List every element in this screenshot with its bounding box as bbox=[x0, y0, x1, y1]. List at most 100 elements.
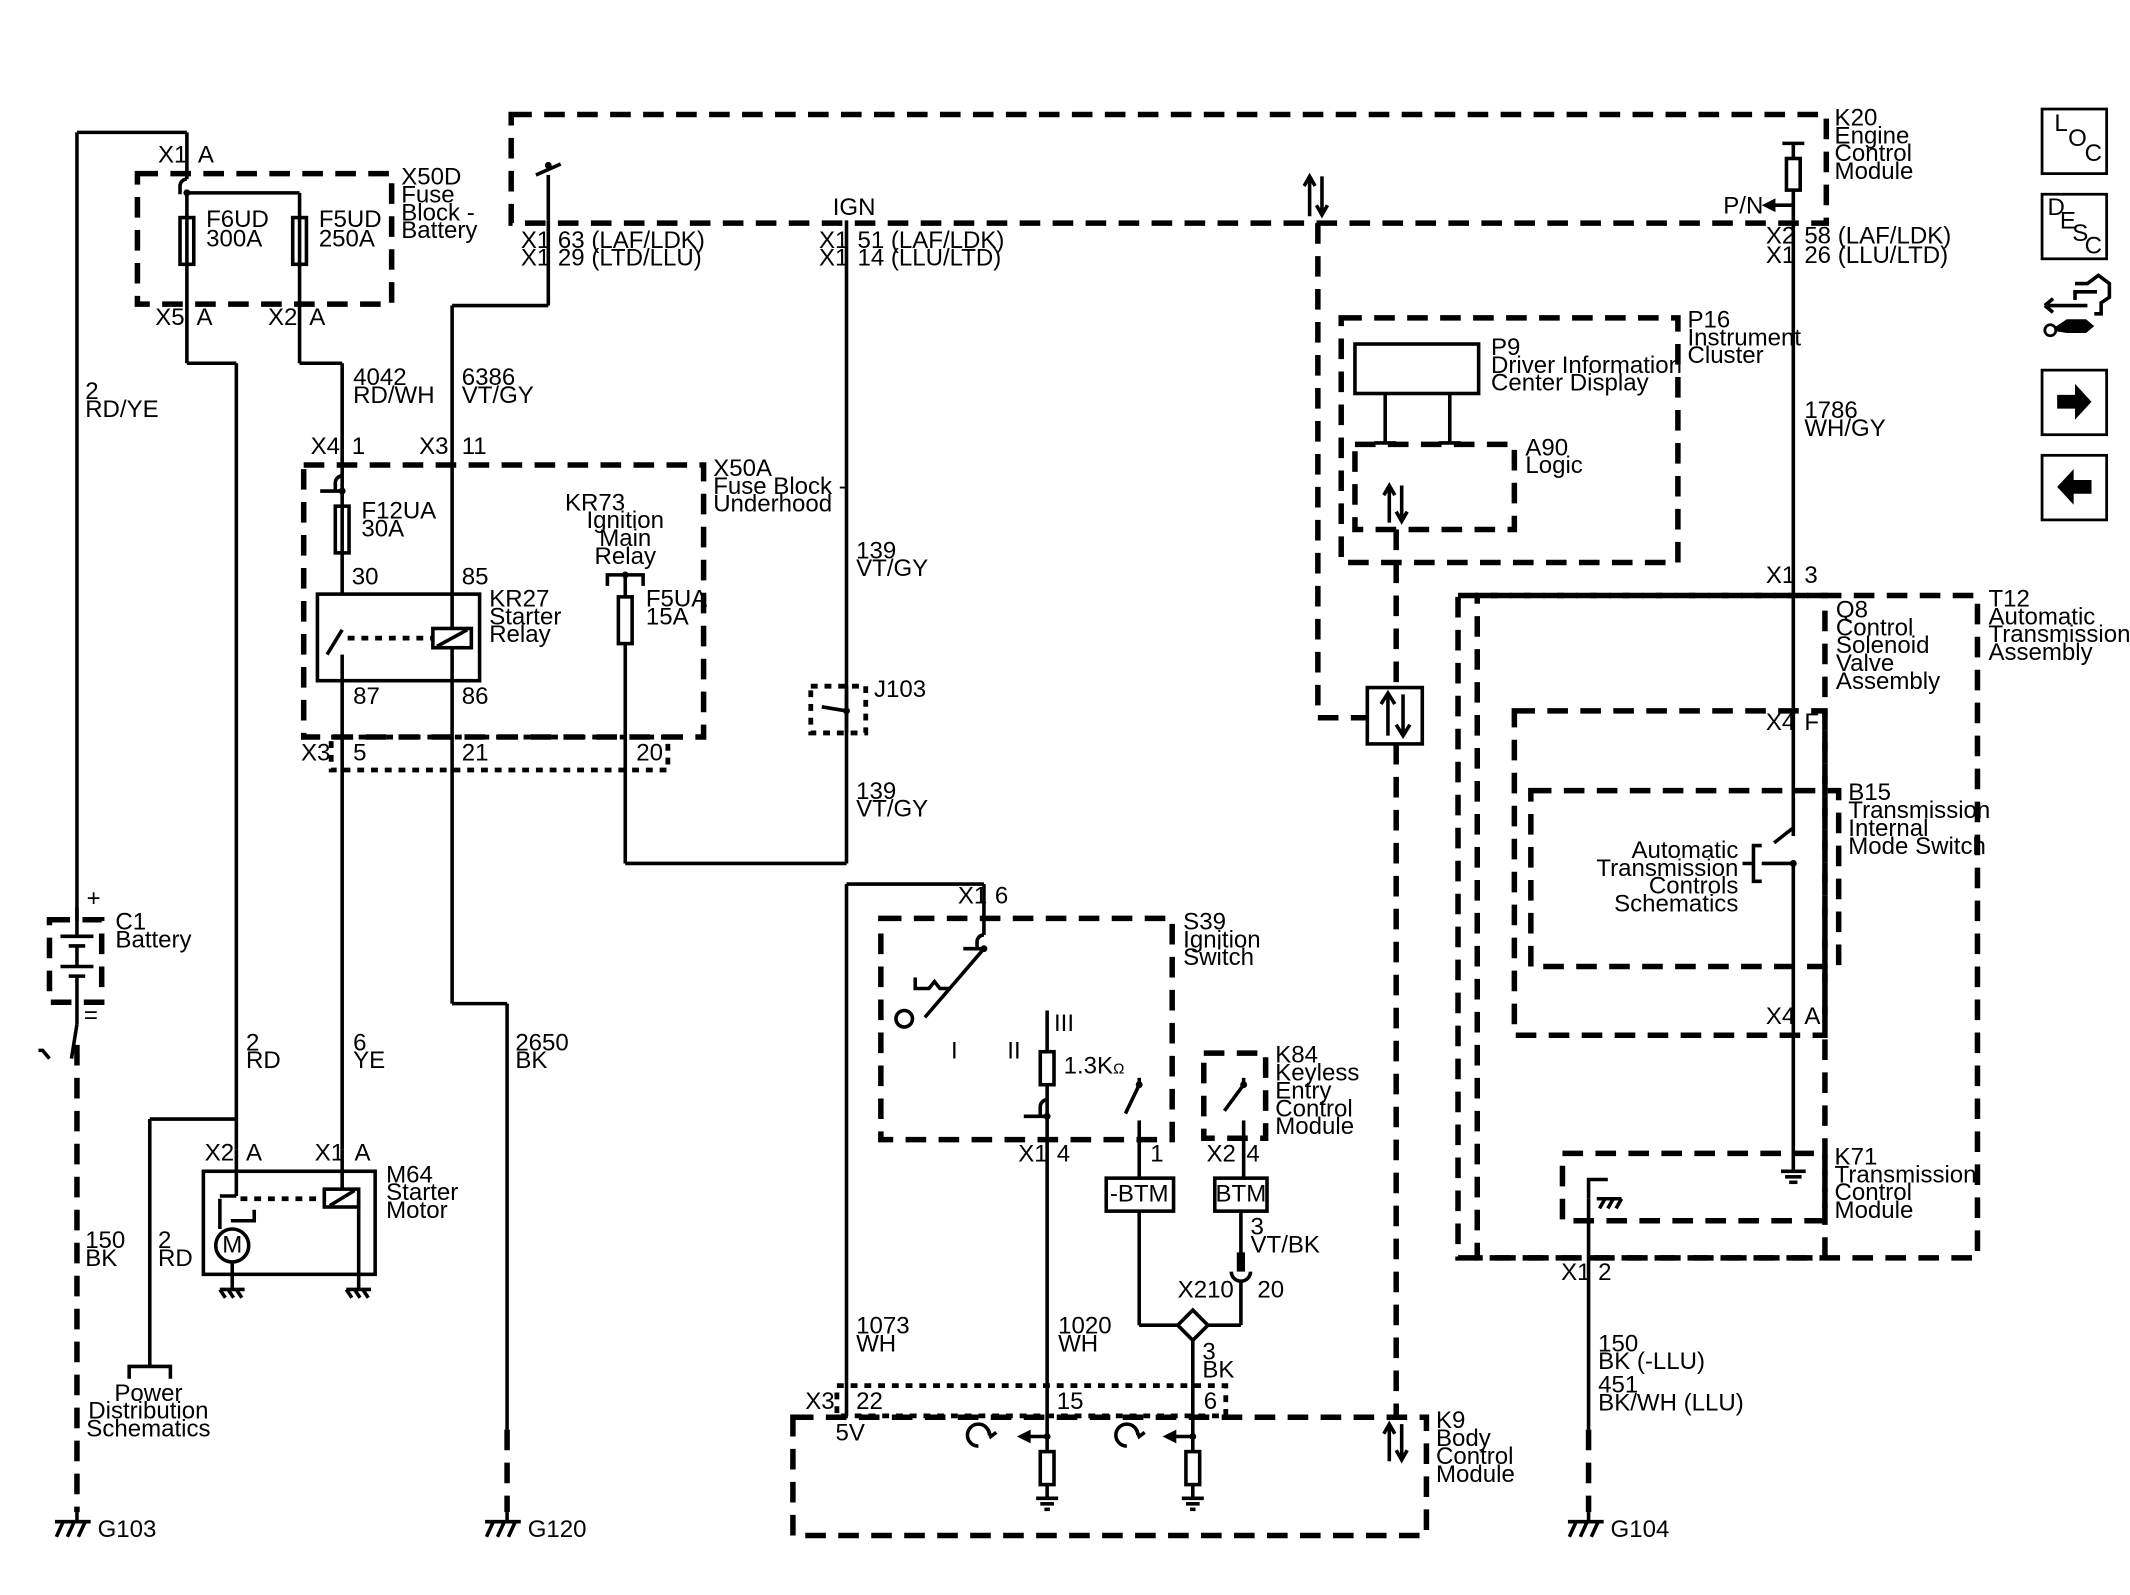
desc-button[interactable]: D E S C bbox=[2040, 192, 2109, 261]
svg-text:Transmission: Transmission bbox=[1596, 855, 1738, 882]
svg-text:Schematics: Schematics bbox=[86, 1415, 210, 1442]
svg-text:A: A bbox=[198, 142, 214, 169]
svg-text:X3: X3 bbox=[301, 739, 330, 766]
svg-text:G103: G103 bbox=[98, 1516, 157, 1543]
svg-text:X1: X1 bbox=[1766, 562, 1795, 589]
svg-text:P/N: P/N bbox=[1723, 192, 1763, 219]
svg-text:X2: X2 bbox=[205, 1139, 234, 1166]
svg-text:D: D bbox=[2048, 194, 2065, 221]
ground-g103: G103 bbox=[54, 1512, 157, 1543]
svg-text:4: 4 bbox=[1057, 1141, 1070, 1168]
svg-text:6: 6 bbox=[1204, 1388, 1217, 1415]
svg-text:BTM: BTM bbox=[1216, 1181, 1267, 1208]
svg-text:51 (LAF/LDK): 51 (LAF/LDK) bbox=[857, 227, 1004, 254]
svg-text:1: 1 bbox=[352, 433, 365, 460]
svg-text:X1: X1 bbox=[1561, 1259, 1590, 1286]
previous-page-button[interactable] bbox=[2040, 453, 2109, 522]
svg-text:2: 2 bbox=[1598, 1259, 1611, 1286]
svg-text:63 (LAF/LDK): 63 (LAF/LDK) bbox=[558, 227, 705, 254]
svg-text:X3: X3 bbox=[419, 433, 448, 460]
svg-text:X1: X1 bbox=[819, 227, 848, 254]
svg-text:Relay: Relay bbox=[595, 543, 656, 570]
svg-text:A: A bbox=[246, 1139, 262, 1166]
svg-text:J103: J103 bbox=[874, 676, 926, 703]
svg-text:F: F bbox=[1804, 709, 1819, 736]
svg-text:X2: X2 bbox=[1207, 1141, 1236, 1168]
svg-text:X210: X210 bbox=[1178, 1277, 1234, 1304]
svg-text:4: 4 bbox=[1246, 1141, 1259, 1168]
svg-text:30: 30 bbox=[352, 564, 379, 591]
svg-text:5: 5 bbox=[353, 739, 366, 766]
svg-text:X1: X1 bbox=[1018, 1141, 1047, 1168]
svg-text:21: 21 bbox=[462, 739, 489, 766]
loc-button[interactable]: L O C bbox=[2040, 107, 2109, 175]
svg-text:II: II bbox=[1007, 1038, 1020, 1065]
bidirectional-arrow-icon bbox=[1382, 1420, 1409, 1464]
svg-text:3VT/BK: 3VT/BK bbox=[1251, 1213, 1320, 1258]
svg-text:A: A bbox=[309, 304, 325, 331]
svg-text:I: I bbox=[951, 1038, 958, 1065]
svg-text:C: C bbox=[2085, 140, 2102, 167]
svg-text:6YE: 6YE bbox=[353, 1029, 385, 1074]
svg-text:3: 3 bbox=[1804, 562, 1817, 589]
svg-text:X2: X2 bbox=[268, 304, 297, 331]
svg-text:S: S bbox=[2072, 220, 2088, 247]
svg-text:A: A bbox=[1804, 1003, 1820, 1030]
connector-wrench-icon[interactable] bbox=[2043, 273, 2112, 338]
svg-text:A: A bbox=[355, 1139, 371, 1166]
svg-text:C: C bbox=[2085, 232, 2102, 259]
svg-text:X2: X2 bbox=[1766, 223, 1795, 250]
svg-text:X1: X1 bbox=[315, 1139, 344, 1166]
svg-text:X1: X1 bbox=[819, 245, 848, 272]
svg-text:X1: X1 bbox=[158, 142, 187, 169]
svg-text:+: + bbox=[87, 885, 101, 912]
svg-text:X1: X1 bbox=[521, 227, 550, 254]
svg-text:2RD/YE: 2RD/YE bbox=[85, 378, 158, 423]
svg-text:X4: X4 bbox=[311, 433, 340, 460]
svg-text:3BK: 3BK bbox=[1202, 1339, 1234, 1384]
svg-text:=: = bbox=[84, 1002, 98, 1029]
svg-text:X1: X1 bbox=[1766, 242, 1795, 269]
svg-text:29 (LTD/LLU): 29 (LTD/LLU) bbox=[558, 245, 702, 272]
svg-text:G120: G120 bbox=[528, 1516, 587, 1543]
svg-text:X3: X3 bbox=[805, 1388, 834, 1415]
bidirectional-arrow-icon bbox=[1382, 481, 1409, 525]
svg-text:Schematics: Schematics bbox=[1614, 891, 1738, 918]
svg-text:87: 87 bbox=[353, 683, 380, 710]
next-page-button[interactable] bbox=[2040, 368, 2109, 437]
svg-text:E: E bbox=[2060, 208, 2076, 235]
bidirectional-arrow-icon bbox=[1379, 689, 1412, 740]
svg-text:L: L bbox=[2054, 110, 2067, 137]
arrow-left-icon bbox=[2057, 469, 2092, 505]
serial-data-bus bbox=[1315, 223, 1425, 1418]
svg-text:2RD: 2RD bbox=[246, 1029, 281, 1074]
svg-text:X1: X1 bbox=[521, 245, 550, 272]
svg-text:G104: G104 bbox=[1611, 1516, 1670, 1543]
svg-text:22: 22 bbox=[856, 1388, 883, 1415]
svg-text:O: O bbox=[2068, 125, 2087, 152]
svg-text:Ignition: Ignition bbox=[587, 507, 665, 534]
svg-text:15: 15 bbox=[1057, 1388, 1084, 1415]
